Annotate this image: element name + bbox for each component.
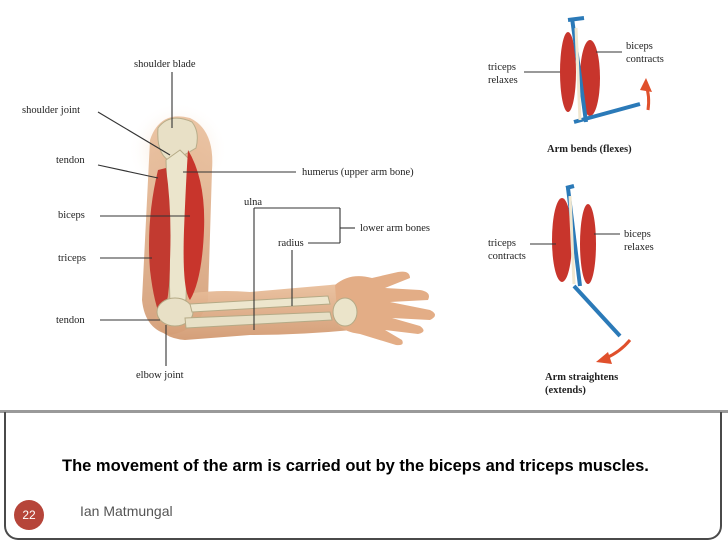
slide-frame (4, 412, 722, 540)
flex-caption: Arm bends (flexes) (547, 144, 632, 155)
label-radius: radius (278, 238, 304, 249)
frame-divider (0, 410, 728, 413)
flex-biceps-line2: contracts (626, 54, 664, 65)
label-humerus: humerus (upper arm bone) (302, 167, 414, 178)
extend-caption: Arm straightens (extends) (545, 371, 618, 397)
extend-triceps-label: triceps contracts (488, 237, 526, 263)
author-name: Ian Matmungal (80, 503, 173, 519)
extend-triceps-line1: triceps (488, 238, 516, 249)
label-tendon-top: tendon (56, 155, 85, 166)
extend-caption-line2: (extends) (545, 385, 586, 396)
flex-triceps-label: triceps relaxes (488, 61, 518, 87)
label-lower-arm-bones: lower arm bones (360, 223, 430, 234)
label-triceps: triceps (58, 253, 86, 264)
flex-triceps-line2: relaxes (488, 75, 518, 86)
flex-triceps-line1: triceps (488, 62, 516, 73)
extend-biceps-line2: relaxes (624, 242, 654, 253)
leader-lines (97, 72, 355, 366)
label-shoulder-blade: shoulder blade (134, 59, 196, 70)
label-shoulder-joint: shoulder joint (22, 105, 81, 116)
label-tendon-bottom: tendon (56, 315, 85, 326)
flex-biceps-label: biceps contracts (626, 40, 664, 66)
page-number-badge: 22 (14, 500, 44, 530)
label-biceps: biceps (58, 210, 85, 221)
flex-illustration (560, 16, 652, 124)
extend-biceps-label: biceps relaxes (624, 228, 654, 254)
extend-triceps-line2: contracts (488, 251, 526, 262)
slide-caption: The movement of the arm is carried out b… (62, 457, 649, 475)
main-arm-illustration (128, 102, 435, 346)
label-ulna: ulna (244, 197, 263, 208)
extend-biceps-line1: biceps (624, 229, 651, 240)
label-elbow-joint: elbow joint (136, 370, 184, 381)
extend-illustration (552, 184, 632, 364)
extend-caption-line1: Arm straightens (545, 372, 619, 383)
flex-biceps-line1: biceps (626, 41, 653, 52)
